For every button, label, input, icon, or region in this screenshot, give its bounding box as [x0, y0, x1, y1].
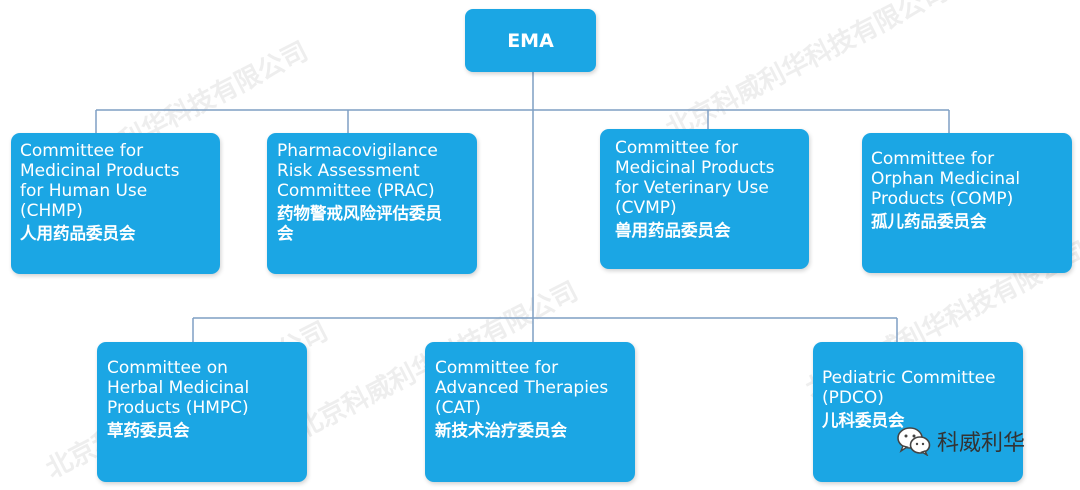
- wechat-account-label: 科威利华: [937, 431, 1026, 456]
- pdco-box: Pediatric Committee (PDCO) 儿科委员会: [813, 342, 1023, 482]
- wechat-icon: [897, 426, 931, 457]
- ema-label: EMA: [507, 29, 554, 52]
- prac-english-label: Pharmacovigilance Risk Assessment Commit…: [277, 141, 438, 201]
- cat-box: Committee for Advanced Therapies (CAT) 新…: [425, 342, 635, 482]
- pdco-chinese-label: 儿科委员会: [822, 411, 905, 430]
- prac-chinese-label: 药物警戒风险评估委员会: [277, 204, 442, 243]
- cvmp-chinese-label: 兽用药品委员会: [615, 221, 731, 240]
- cat-english-label: Committee for Advanced Therapies (CAT): [435, 358, 609, 418]
- hmpc-chinese-label: 草药委员会: [107, 421, 190, 440]
- cat-chinese-label: 新技术治疗委员会: [435, 421, 567, 440]
- ema-box: EMA: [465, 9, 596, 72]
- chmp-chinese-label: 人用药品委员会: [20, 224, 136, 243]
- comp-box: Committee for Orphan Medicinal Products …: [862, 133, 1072, 273]
- chmp-box: Committee for Medicinal Products for Hum…: [11, 133, 220, 274]
- comp-chinese-label: 孤儿药品委员会: [871, 212, 987, 231]
- chmp-english-label: Committee for Medicinal Products for Hum…: [20, 141, 180, 221]
- hmpc-box: Committee on Herbal Medicinal Products (…: [97, 342, 307, 482]
- pdco-english-label: Pediatric Committee (PDCO): [822, 368, 996, 408]
- cvmp-box: Committee for Medicinal Products for Vet…: [600, 129, 809, 269]
- prac-box: Pharmacovigilance Risk Assessment Commit…: [267, 133, 477, 274]
- wechat-account-badge: 科威利华: [897, 425, 1025, 457]
- cvmp-english-label: Committee for Medicinal Products for Vet…: [615, 138, 775, 218]
- hmpc-english-label: Committee on Herbal Medicinal Products (…: [107, 358, 250, 418]
- comp-english-label: Committee for Orphan Medicinal Products …: [871, 149, 1021, 209]
